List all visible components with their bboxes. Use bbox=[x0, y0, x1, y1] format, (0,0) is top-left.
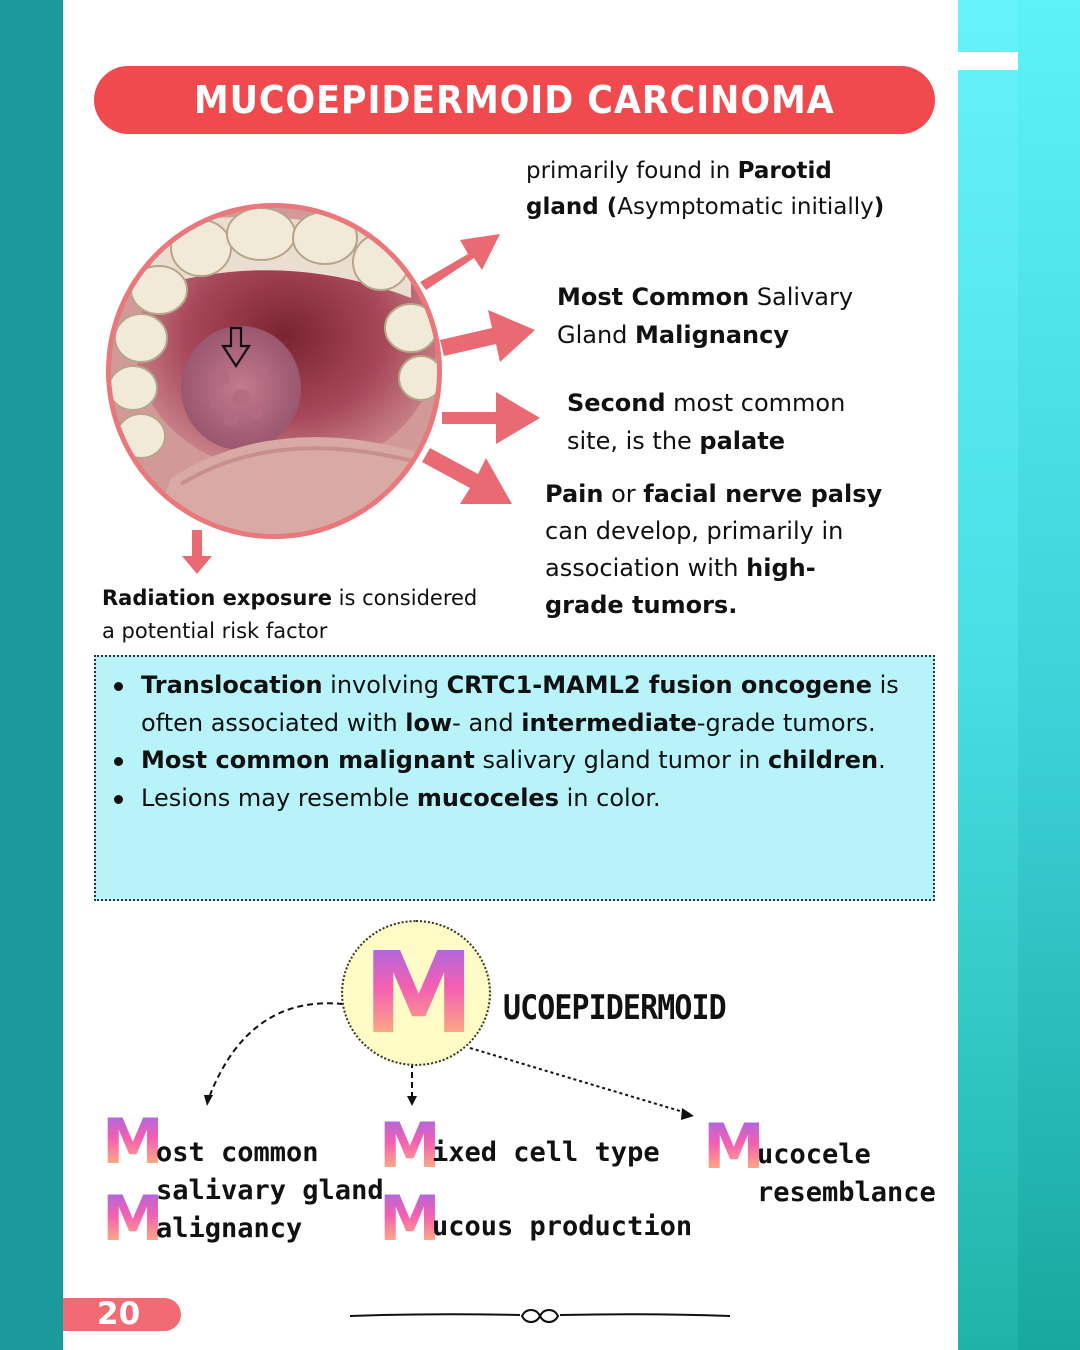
fact-5-text: is considered bbox=[331, 586, 478, 610]
fact-4-bold-4: grade tumors. bbox=[545, 591, 738, 619]
b1-text: involving bbox=[322, 671, 447, 699]
item-4-line-1: ucocele bbox=[757, 1139, 871, 1170]
fact-4-text-2: can develop, primarily in bbox=[545, 517, 844, 545]
m-letter-4: M bbox=[379, 1182, 441, 1255]
b1-bold-4: intermediate bbox=[521, 708, 697, 737]
b1-text-3: - and bbox=[452, 708, 522, 737]
fact-second-site: Second most common site, is the palate bbox=[567, 384, 927, 460]
right-decor-notch bbox=[958, 52, 1018, 70]
b1-bold-2: CRTC1-MAML2 fusion oncogene bbox=[446, 671, 872, 699]
b1-bold: Translocation bbox=[141, 671, 323, 699]
list-item: Most common malignant salivary gland tum… bbox=[110, 742, 930, 780]
connector-right bbox=[469, 1047, 691, 1115]
down-arrow-outline-icon bbox=[220, 326, 252, 369]
fact-4-bold-3: high- bbox=[746, 554, 816, 582]
fact-most-common: Most Common Salivary Gland Malignancy bbox=[557, 278, 917, 354]
fact-1-text-2: Asymptomatic initially bbox=[617, 194, 874, 220]
fact-4-text: or bbox=[603, 480, 644, 508]
b2-bold-2: children bbox=[767, 746, 879, 774]
fact-5-bold: Radiation exposure bbox=[102, 586, 332, 610]
key-points-list: Translocation involving CRTC1-MAML2 fusi… bbox=[110, 667, 930, 817]
mnemonic-item-2: ixed cell type bbox=[432, 1137, 660, 1168]
fact-4-bold-2: facial nerve palsy bbox=[643, 480, 883, 508]
big-m-letter: M bbox=[363, 929, 474, 1059]
b2-text: salivary gland tumor in bbox=[474, 746, 768, 774]
bullet-icon bbox=[114, 757, 123, 766]
fact-3-text-2: site, is the bbox=[567, 427, 700, 455]
right-decor-band-inner bbox=[958, 0, 1018, 1350]
mnemonic-item-1: ost common salivary gland alignancy bbox=[156, 1134, 384, 1248]
mnemonic-circle bbox=[341, 920, 491, 1066]
fact-2-bold: Most Common bbox=[557, 283, 750, 311]
m-letter-2: M bbox=[102, 1182, 164, 1255]
fact-1-text: primarily found in bbox=[526, 158, 738, 184]
clinical-photo bbox=[106, 203, 442, 539]
b3-bold: mucoceles bbox=[416, 783, 559, 812]
b2-text-2: . bbox=[878, 746, 886, 774]
infinity-ornament-icon bbox=[350, 1309, 730, 1323]
m-letter-5: M bbox=[703, 1110, 765, 1183]
fact-radiation: Radiation exposure is considered a poten… bbox=[102, 582, 542, 648]
m-letter-3: M bbox=[379, 1109, 441, 1182]
fact-4-bold: Pain bbox=[545, 480, 604, 508]
fact-2-text: Salivary bbox=[749, 283, 854, 311]
list-item: Translocation involving CRTC1-MAML2 fusi… bbox=[110, 667, 930, 742]
fact-1-bold-2: gland ( bbox=[526, 194, 618, 220]
b3-text: Lesions may resemble bbox=[141, 783, 417, 812]
mnemonic-word: UCOEPIDERMOID bbox=[503, 988, 727, 1028]
key-points-box: Translocation involving CRTC1-MAML2 fusi… bbox=[94, 655, 935, 901]
page-number-badge: 20 bbox=[63, 1296, 181, 1332]
fact-4-text-3: association with bbox=[545, 554, 747, 582]
fact-1-bold: Parotid bbox=[737, 158, 832, 184]
fact-5-text-2: a potential risk factor bbox=[102, 619, 328, 643]
list-item: Lesions may resemble mucoceles in color. bbox=[110, 780, 930, 818]
arrow-to-fact-3 bbox=[442, 392, 540, 444]
bullet-icon bbox=[114, 794, 123, 804]
b1-text-4: -grade tumors. bbox=[696, 708, 876, 737]
mnemonic-item-3: ucous production bbox=[432, 1211, 693, 1242]
fact-pain: Pain or facial nerve palsy can develop, … bbox=[545, 476, 945, 624]
fact-3-text: most common bbox=[665, 389, 846, 417]
item-1-line-1: ost common bbox=[156, 1137, 319, 1168]
fact-parotid: primarily found in Parotid gland (Asympt… bbox=[526, 153, 936, 225]
arrow-to-fact-5 bbox=[182, 530, 212, 574]
item-4-line-2: resemblance bbox=[757, 1177, 936, 1208]
b3-text-2: in color. bbox=[559, 783, 661, 812]
fact-3-bold-2: palate bbox=[699, 427, 785, 455]
b1-bold-3: low bbox=[405, 708, 453, 737]
fact-2-text-2: Gland bbox=[557, 321, 636, 349]
fact-3-bold: Second bbox=[567, 389, 666, 417]
mnemonic-item-4: ucocele resemblance bbox=[757, 1136, 936, 1212]
page-title: MUCOEPIDERMOID CARCINOMA bbox=[194, 78, 835, 122]
fact-2-bold-2: Malignancy bbox=[635, 321, 789, 349]
arrow-to-fact-2 bbox=[440, 310, 535, 362]
arrow-to-fact-1 bbox=[420, 234, 500, 290]
fact-1-bold-3: ) bbox=[873, 194, 885, 220]
title-banner: MUCOEPIDERMOID CARCINOMA bbox=[94, 66, 935, 134]
m-letter-1: M bbox=[102, 1105, 164, 1178]
b1-text-2: is often associated with bbox=[141, 671, 899, 737]
bullet-icon bbox=[114, 682, 123, 691]
clinical-photo-illustration bbox=[111, 208, 437, 534]
item-1-line-2: salivary gland bbox=[156, 1175, 384, 1206]
page-number: 20 bbox=[97, 1296, 141, 1332]
connector-left bbox=[209, 1002, 344, 1096]
b2-bold: Most common malignant bbox=[141, 746, 475, 774]
item-1-line-3: alignancy bbox=[156, 1213, 303, 1244]
arrow-to-fact-4 bbox=[422, 448, 512, 504]
